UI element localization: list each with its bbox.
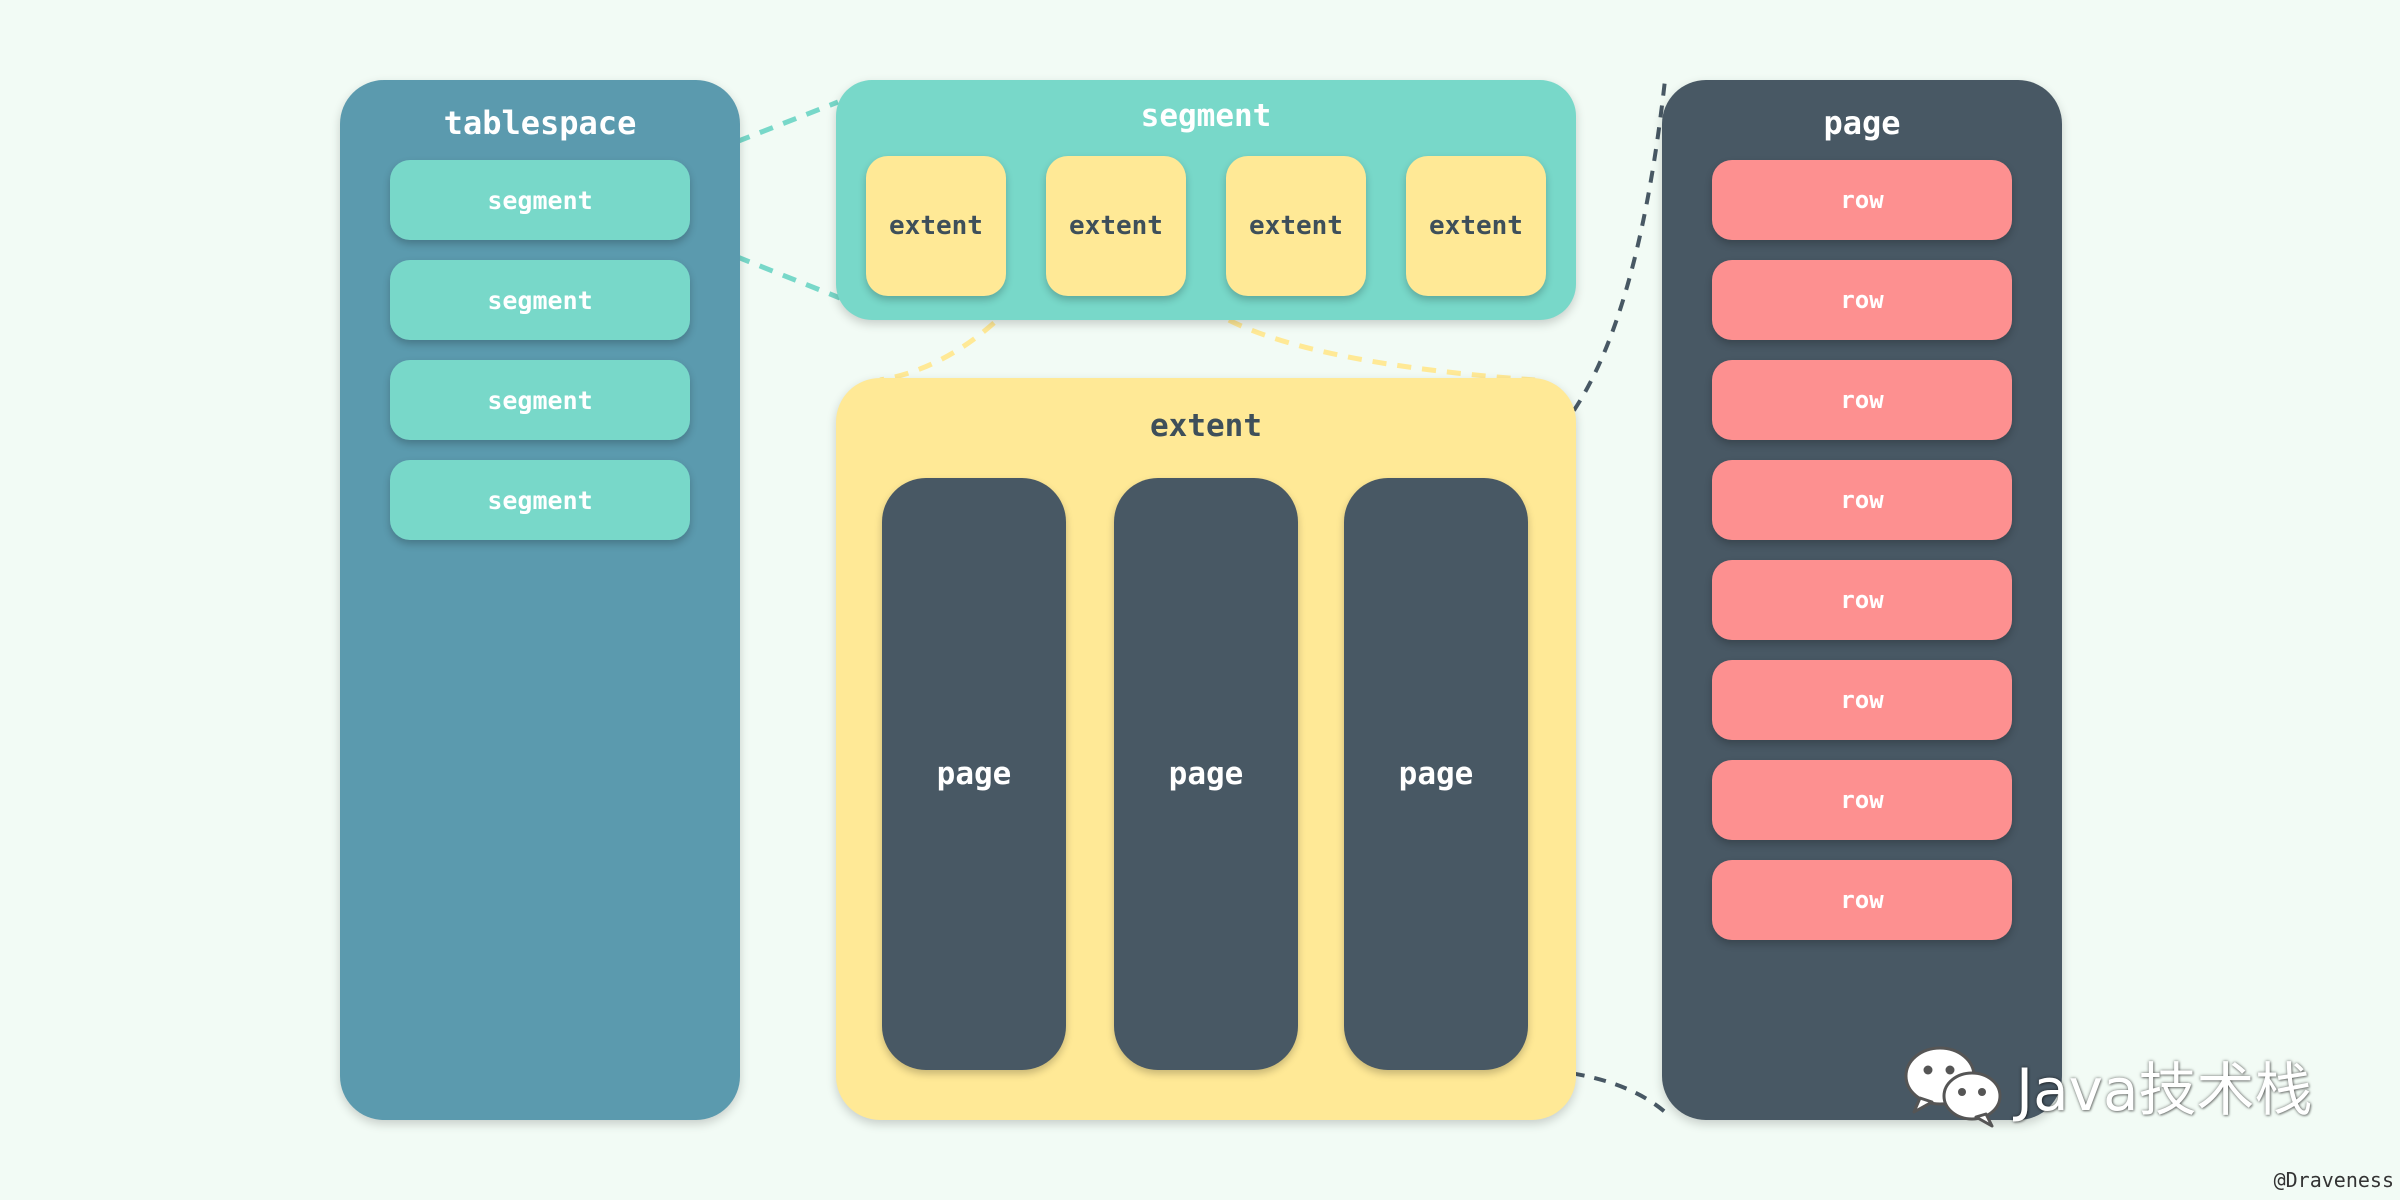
extent-page-1: page xyxy=(882,478,1066,1070)
tablespace-panel: tablespace segment segment segment segme… xyxy=(340,80,740,1120)
wechat-icon xyxy=(1904,1046,2002,1128)
tablespace-title: tablespace xyxy=(443,104,637,142)
page-row-2: row xyxy=(1712,260,2012,340)
extent-page-2: page xyxy=(1114,478,1298,1070)
page-row-4: row xyxy=(1712,460,2012,540)
page-row-8: row xyxy=(1712,860,2012,940)
tablespace-segment-3: segment xyxy=(390,360,690,440)
tablespace-segment-4: segment xyxy=(390,460,690,540)
segment-panel: segment extent extent extent extent xyxy=(836,80,1576,320)
page-row-7: row xyxy=(1712,760,2012,840)
tablespace-segment-1: segment xyxy=(390,160,690,240)
tablespace-segment-2: segment xyxy=(390,260,690,340)
extent-title: extent xyxy=(1150,408,1262,444)
segment-extent-4: extent xyxy=(1406,156,1546,296)
page-title: page xyxy=(1823,104,1901,142)
segment-extent-3: extent xyxy=(1226,156,1366,296)
page-row-5: row xyxy=(1712,560,2012,640)
credit-text: @Draveness xyxy=(2273,1168,2394,1192)
extent-page-3: page xyxy=(1344,478,1528,1070)
page-panel: page row row row row row row row row xyxy=(1662,80,2062,1120)
page-row-1: row xyxy=(1712,160,2012,240)
segment-extent-2: extent xyxy=(1046,156,1186,296)
watermark-text: Java技术栈 xyxy=(2016,1056,2313,1124)
page-row-3: row xyxy=(1712,360,2012,440)
segment-title: segment xyxy=(1140,98,1272,134)
extent-panel: extent page page page xyxy=(836,378,1576,1120)
segment-extent-1: extent xyxy=(866,156,1006,296)
watermark: Java技术栈 xyxy=(1900,1040,2313,1130)
page-row-6: row xyxy=(1712,660,2012,740)
